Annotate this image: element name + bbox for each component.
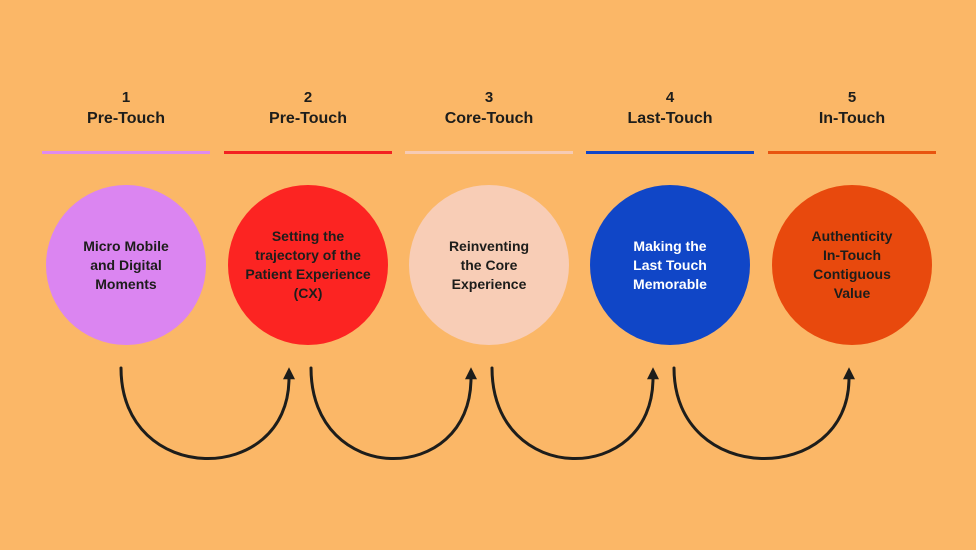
- stage-label: In-Touch: [818, 110, 886, 127]
- stage-number: 1: [121, 89, 131, 106]
- circle-text: Authenticity In-Touch Contiguous Value: [811, 228, 893, 301]
- stage-circle: Reinventing the Core Experience: [409, 185, 569, 345]
- stage-number: 4: [665, 89, 675, 106]
- stage-label: Pre-Touch: [87, 110, 165, 127]
- circle-text: Reinventing the Core Experience: [448, 237, 530, 292]
- stage-divider: [42, 151, 210, 154]
- stage-label: Last-Touch: [627, 110, 713, 127]
- stage-4-last-touch: 4 Last-Touch Making the Last Touch Memor…: [586, 0, 754, 550]
- stage-number: 5: [847, 89, 857, 106]
- stage-circle: Making the Last Touch Memorable: [590, 185, 750, 345]
- stage-circle: Setting the trajectory of the Patient Ex…: [228, 185, 388, 345]
- stage-divider: [586, 151, 754, 154]
- circle-text: Micro Mobile and Digital Moments: [83, 237, 169, 292]
- stage-5-in-touch: 5 In-Touch Authenticity In-Touch Contigu…: [768, 0, 936, 550]
- stage-divider: [405, 151, 573, 154]
- stage-circle: Micro Mobile and Digital Moments: [46, 185, 206, 345]
- stage-divider: [224, 151, 392, 154]
- stage-divider: [768, 151, 936, 154]
- stage-label: Pre-Touch: [269, 110, 347, 127]
- stage-2-pre-touch: 2 Pre-Touch Setting the trajectory of th…: [224, 0, 392, 550]
- circle-text: Setting the trajectory of the Patient Ex…: [245, 228, 371, 301]
- stage-3-core-touch: 3 Core-Touch Reinventing the Core Experi…: [405, 0, 573, 550]
- stage-number: 2: [303, 89, 313, 106]
- stage-number: 3: [484, 89, 494, 106]
- stage-1-pre-touch: 1 Pre-Touch Micro Mobile and Digital Mom…: [42, 0, 210, 550]
- stage-label: Core-Touch: [444, 110, 534, 127]
- stage-circle: Authenticity In-Touch Contiguous Value: [772, 185, 932, 345]
- circle-text: Making the Last Touch Memorable: [633, 237, 707, 292]
